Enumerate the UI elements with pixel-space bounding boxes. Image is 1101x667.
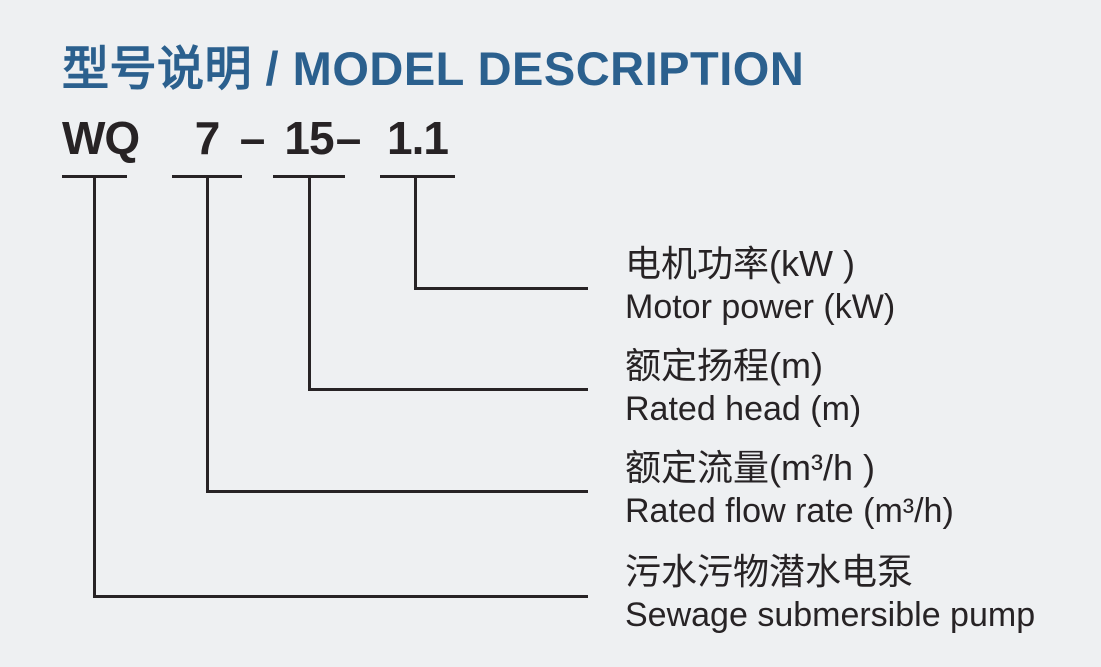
underline-power — [380, 175, 455, 178]
model-code-segment-wq: WQ — [62, 112, 140, 164]
label-motor-power-en: Motor power (kW) — [625, 288, 896, 326]
label-rated-flow: 额定流量(m³/h ) Rated flow rate (m³/h) — [625, 446, 954, 532]
connector-wq-horizontal — [93, 595, 588, 598]
model-code-separator-1: – — [239, 112, 266, 164]
label-motor-power: 电机功率(kW ) Motor power (kW) — [625, 242, 895, 328]
underline-flow — [172, 175, 242, 178]
connector-head-horizontal — [308, 388, 588, 391]
connector-flow-horizontal — [206, 490, 588, 493]
underline-wq — [62, 175, 127, 178]
connector-flow-vertical — [206, 178, 209, 493]
label-rated-head: 额定扬程(m) Rated head (m) — [625, 344, 861, 430]
page-title: 型号说明 / MODEL DESCRIPTION — [62, 42, 805, 95]
label-rated-head-en: Rated head (m) — [625, 390, 862, 428]
connector-wq-vertical — [93, 178, 96, 598]
model-code-segment-head: 15 — [284, 112, 334, 164]
label-rated-flow-zh: 额定流量(m³/h ) — [625, 447, 875, 488]
underline-head — [273, 175, 345, 178]
model-code-segment-power: 1.1 — [387, 112, 449, 164]
model-code-separator-2: – — [335, 112, 362, 164]
model-code-segment-flow: 7 — [194, 112, 221, 164]
label-motor-power-zh: 电机功率(kW ) — [625, 243, 855, 284]
label-pump-type-en: Sewage submersible pump — [625, 596, 1036, 634]
label-rated-head-zh: 额定扬程(m) — [625, 345, 823, 386]
connector-power-horizontal — [414, 287, 588, 290]
connector-head-vertical — [308, 178, 311, 391]
connector-power-vertical — [414, 178, 417, 290]
label-pump-type-zh: 污水污物潜水电泵 — [625, 551, 914, 592]
label-rated-flow-en: Rated flow rate (m³/h) — [625, 492, 954, 530]
label-pump-type: 污水污物潜水电泵 Sewage submersible pump — [625, 550, 1035, 636]
